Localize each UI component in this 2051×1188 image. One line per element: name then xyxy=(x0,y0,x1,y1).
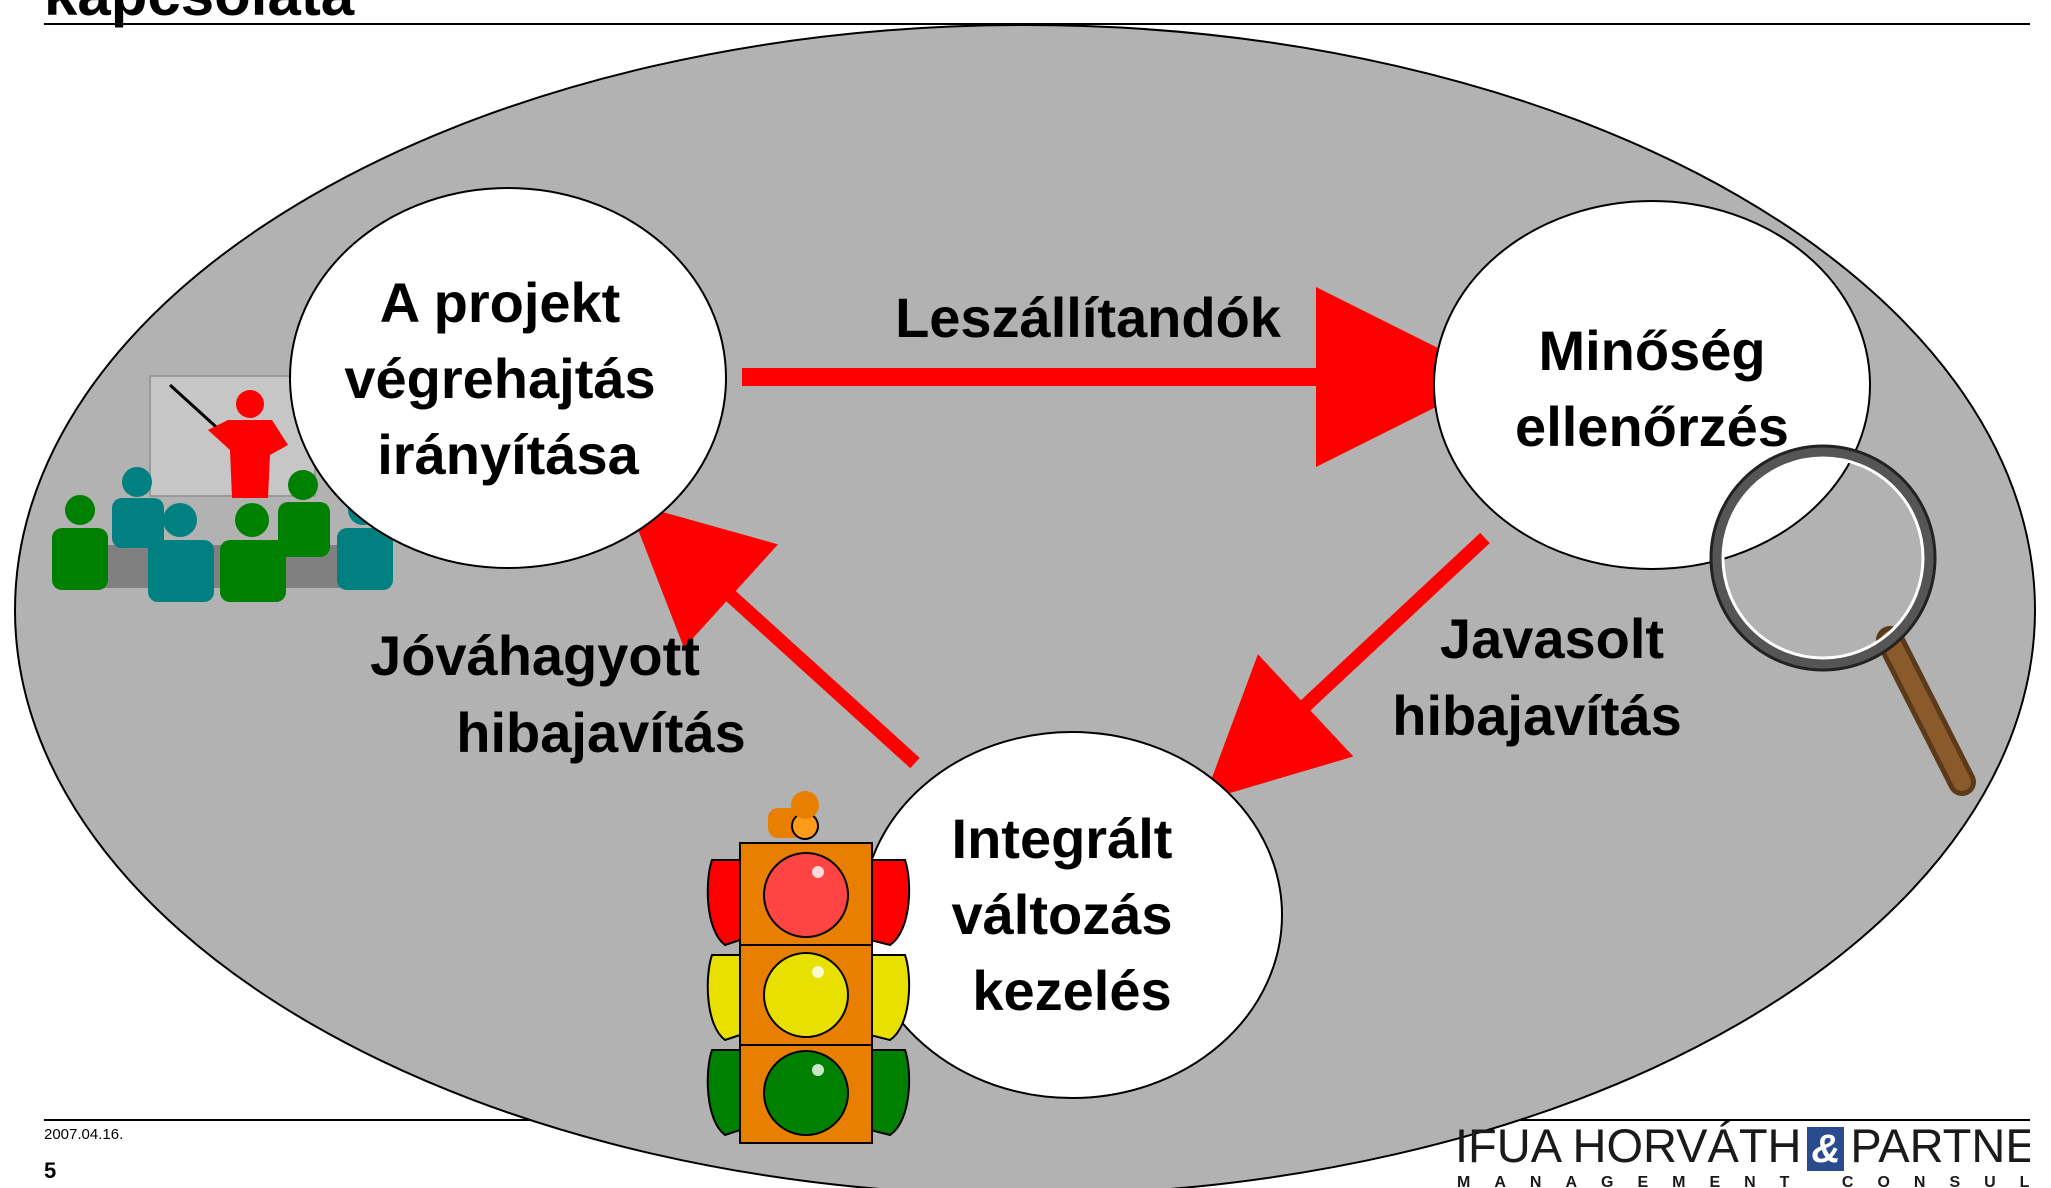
logo-tagline: MANAGEMENT CONSULTANTS xyxy=(1457,1174,2030,1188)
label-quality-line2: ellenőrzés xyxy=(1515,395,1789,458)
company-logo: IFUA HORVÁTH&PARTNERS MANAGEMENT CONSULT… xyxy=(1455,1118,2030,1188)
label-change-line3: kezelés xyxy=(972,959,1171,1022)
logo-ampersand: & xyxy=(1807,1127,1845,1171)
label-change-line2: változás xyxy=(952,883,1173,946)
label-project-line3: irányítása xyxy=(377,423,639,486)
label-approved-line1: Jóváhagyott xyxy=(370,624,700,687)
arrow-approved-fixes xyxy=(627,502,920,769)
label-approved-line2: hibajavítás xyxy=(456,701,745,764)
logo-name-right: PARTNERS xyxy=(1850,1119,2030,1172)
page-number: 5 xyxy=(44,1158,57,1183)
label-recommended-line1: Javasolt xyxy=(1440,607,1664,670)
label-change-line1: Integrált xyxy=(952,807,1173,870)
node-project-execution xyxy=(289,187,727,569)
footer-date: 2007.04.16. xyxy=(44,1126,124,1143)
arrow-recommended-fixes xyxy=(1203,532,1490,801)
label-project-line2: végrehajtás xyxy=(344,347,655,410)
label-project-line1: A projekt xyxy=(380,271,621,334)
label-quality-line1: Minőség xyxy=(1538,319,1765,382)
label-recommended-line2: hibajavítás xyxy=(1392,684,1681,747)
node-quality-control xyxy=(1433,200,1871,570)
magnifier-icon xyxy=(1709,444,1976,796)
logo-wordmark: IFUA HORVÁTH&PARTNERS xyxy=(1455,1118,2030,1173)
traffic-light-icon xyxy=(706,791,911,1144)
label-deliverables: Leszállítandók xyxy=(895,286,1282,349)
logo-name-left: IFUA HORVÁTH xyxy=(1455,1119,1802,1172)
